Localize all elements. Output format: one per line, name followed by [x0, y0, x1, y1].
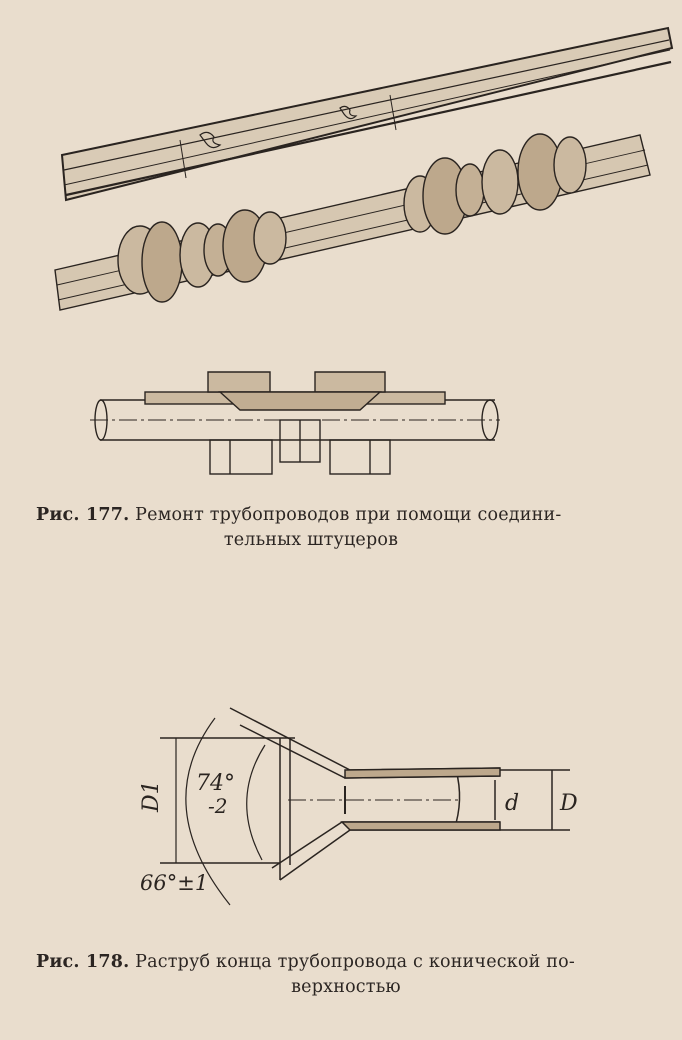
figure-177-text-line2: тельных штуцеров — [223, 530, 399, 550]
figure-177-label: Рис. 177. — [36, 505, 130, 525]
dimension-angle-66: 66°±1 — [140, 871, 208, 895]
figure-177-text-line1: Ремонт трубопроводов при помощи соедини- — [135, 505, 562, 525]
figure-178-text-line2: верхностью — [291, 977, 401, 997]
dimension-angle-tolerance: -2 — [208, 794, 227, 818]
figure-177-caption: Рис. 177. Ремонт трубопроводов при помощ… — [36, 503, 676, 553]
figure-178-caption: Рис. 178. Раструб конца трубопровода с к… — [36, 950, 676, 1000]
fitting-cross-section — [90, 371, 500, 475]
dimension-D1: D1 — [139, 780, 164, 813]
figure-178-text-line1: Раструб конца трубопровода с конической … — [135, 952, 575, 972]
dimension-angle-74: 74° — [196, 771, 235, 796]
dimension-D: D — [559, 791, 578, 816]
figure-177-drawing — [54, 26, 674, 475]
damaged-pipe-illustration — [60, 26, 674, 202]
figure-178-drawing: D1 74° -2 66°±1 d D — [139, 707, 578, 906]
pipe-with-fittings-illustration — [54, 133, 651, 311]
dimension-d: d — [505, 791, 519, 816]
figure-178-label: Рис. 178. — [36, 952, 130, 972]
